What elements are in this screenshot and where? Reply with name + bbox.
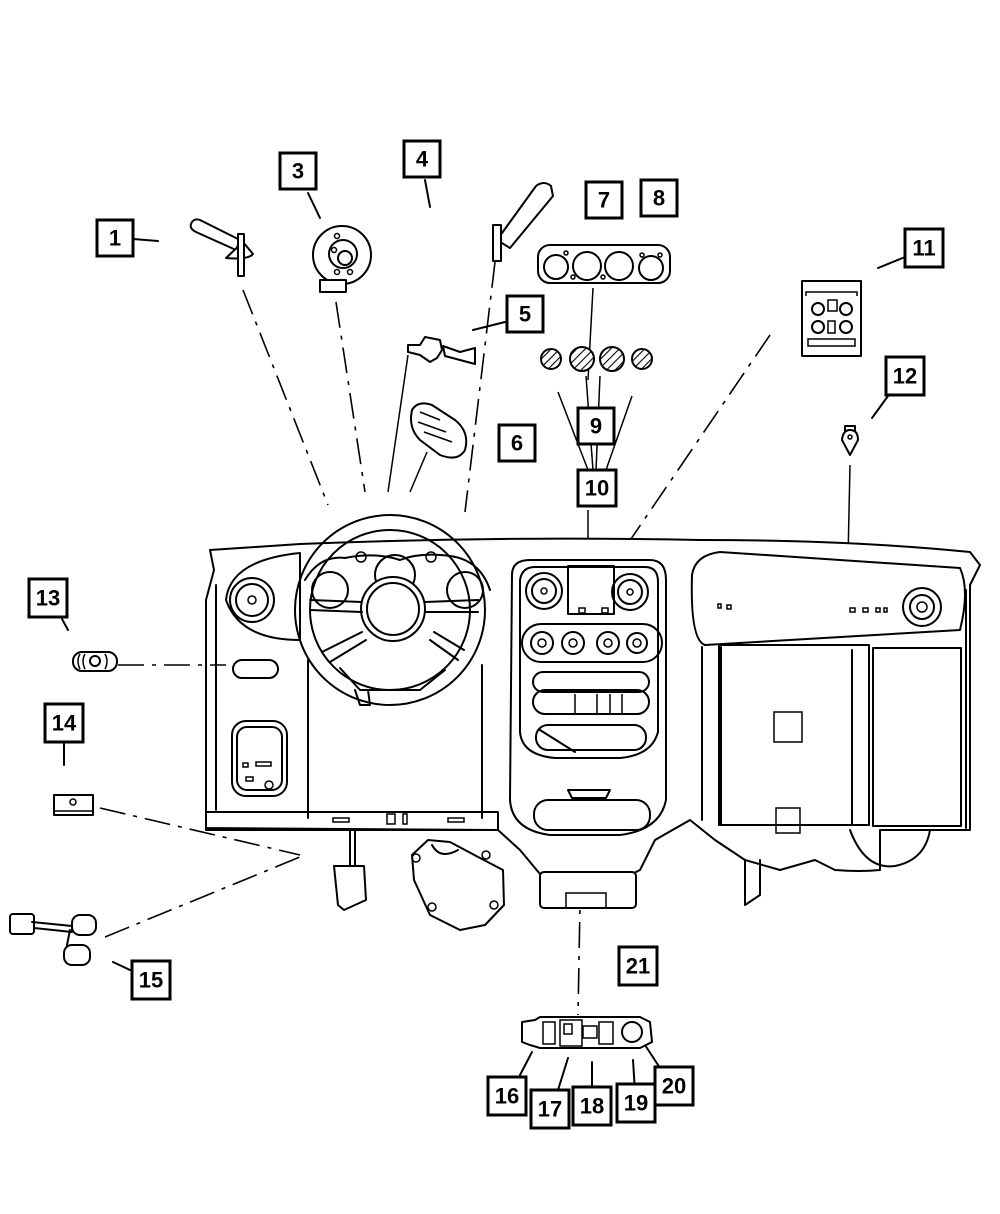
callout-9[interactable]: 9 bbox=[576, 406, 616, 446]
callout-label: 5 bbox=[519, 302, 531, 327]
climate-control-panel-part[interactable] bbox=[537, 244, 671, 284]
callout-6[interactable]: 6 bbox=[497, 423, 537, 463]
callout-label: 1 bbox=[109, 226, 121, 251]
callout-label: 10 bbox=[585, 476, 609, 501]
callout-17[interactable]: 17 bbox=[529, 1088, 571, 1130]
callout-label: 12 bbox=[893, 364, 917, 389]
callout-10[interactable]: 10 bbox=[576, 468, 618, 508]
callout-label: 21 bbox=[626, 954, 650, 979]
callout-1[interactable]: 1 bbox=[95, 218, 135, 258]
callout-label: 3 bbox=[292, 159, 304, 184]
callout-13[interactable]: 13 bbox=[27, 577, 69, 619]
callout-label: 19 bbox=[624, 1091, 648, 1116]
callout-21[interactable]: 21 bbox=[617, 945, 659, 987]
radio-control-module-part[interactable] bbox=[801, 280, 862, 357]
instrument-panel bbox=[205, 514, 981, 931]
wiper-lever-part[interactable] bbox=[492, 182, 554, 262]
callout-7[interactable]: 7 bbox=[584, 180, 624, 220]
callout-label: 20 bbox=[662, 1074, 686, 1099]
callout-11[interactable]: 11 bbox=[903, 227, 945, 269]
multifunction-lever-part[interactable] bbox=[189, 218, 254, 277]
clockspring-part[interactable] bbox=[312, 225, 372, 293]
callout-12[interactable]: 12 bbox=[884, 355, 926, 397]
lock-housing-part[interactable] bbox=[410, 402, 468, 459]
callout-14[interactable]: 14 bbox=[43, 702, 85, 744]
control-knobs-part[interactable] bbox=[540, 346, 653, 372]
switch-bezel-part[interactable] bbox=[53, 794, 94, 816]
callout-5[interactable]: 5 bbox=[505, 294, 545, 334]
callout-label: 4 bbox=[416, 147, 429, 172]
headlamp-switch-part[interactable] bbox=[72, 651, 118, 672]
callout-15[interactable]: 15 bbox=[130, 959, 172, 1001]
callout-19[interactable]: 19 bbox=[615, 1082, 657, 1124]
center-switch-bank-part[interactable] bbox=[521, 1016, 653, 1049]
callout-label: 16 bbox=[495, 1084, 519, 1109]
callout-20[interactable]: 20 bbox=[653, 1065, 695, 1107]
callout-18[interactable]: 18 bbox=[571, 1085, 613, 1127]
callout-label: 8 bbox=[653, 186, 665, 211]
callout-4[interactable]: 4 bbox=[402, 139, 442, 179]
callout-3[interactable]: 3 bbox=[278, 151, 318, 191]
callout-label: 9 bbox=[590, 414, 602, 439]
callout-label: 18 bbox=[580, 1094, 604, 1119]
callout-label: 6 bbox=[511, 431, 523, 456]
ignition-switch-part[interactable] bbox=[407, 336, 476, 365]
callout-label: 14 bbox=[52, 711, 77, 736]
callout-label: 17 bbox=[538, 1097, 562, 1122]
callout-label: 13 bbox=[36, 586, 60, 611]
glove-box-lamp-part[interactable] bbox=[841, 425, 859, 456]
callout-label: 11 bbox=[912, 236, 935, 261]
callout-label: 7 bbox=[598, 188, 610, 213]
callout-8[interactable]: 8 bbox=[639, 178, 679, 218]
pedal-switch-part[interactable] bbox=[9, 913, 97, 966]
callout-label: 15 bbox=[139, 968, 163, 993]
callout-16[interactable]: 16 bbox=[486, 1075, 528, 1117]
